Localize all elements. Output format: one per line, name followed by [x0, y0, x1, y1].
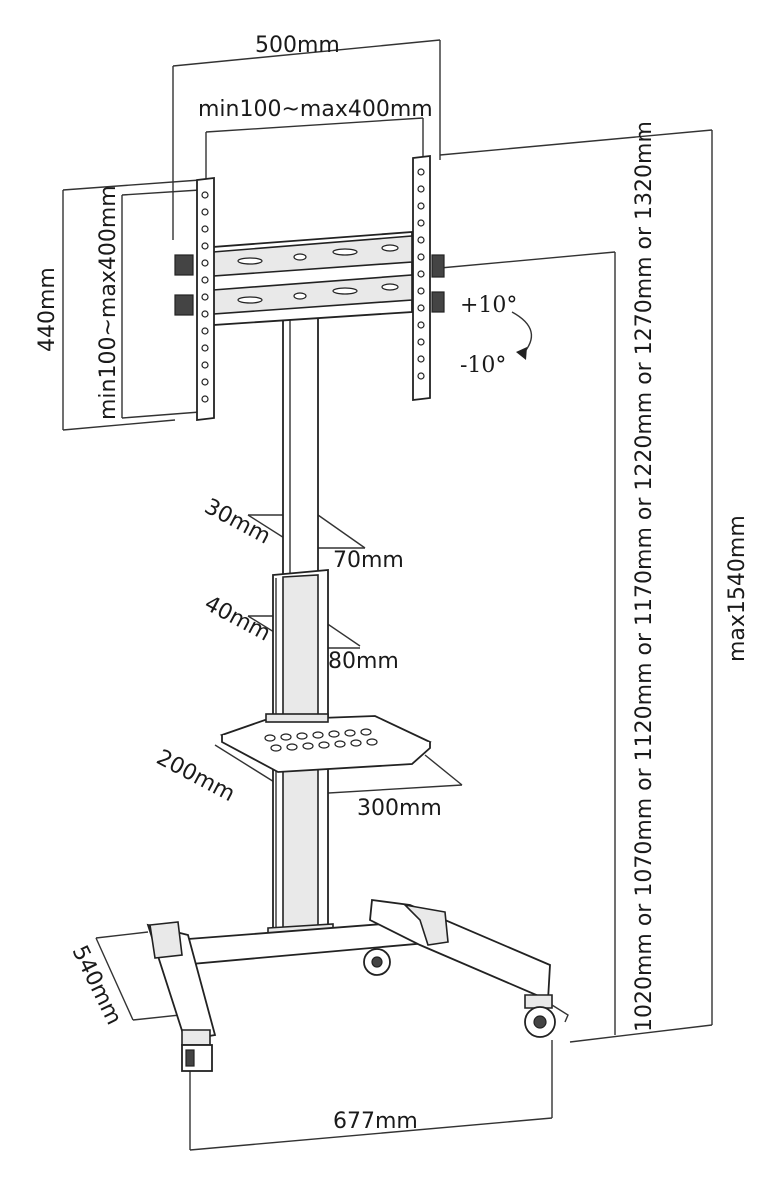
label-column-b-depth: 40mm: [200, 591, 274, 646]
label-vesa-height: min100~max400mm: [96, 185, 121, 420]
label-tilt-down: -10°: [460, 353, 506, 378]
label-shelf-depth: 200mm: [152, 745, 239, 807]
mount-bracket: [174, 154, 445, 422]
dimension-labels: 500mm min100~max400mm 440mm min100~max40…: [35, 33, 750, 1134]
label-tilt-up: +10°: [460, 293, 517, 318]
label-shelf-width: 300mm: [357, 796, 442, 821]
label-vesa-width: min100~max400mm: [198, 97, 433, 122]
label-plate-height: 440mm: [35, 267, 60, 352]
label-top-width: 500mm: [255, 33, 340, 58]
shelf-vent-holes: [264, 728, 378, 752]
label-height-options: 1020mm or 1070mm or 1120mm or 1170mm or …: [632, 121, 657, 1032]
tilt-arrowhead-icon: [516, 347, 527, 360]
label-column-a-width: 70mm: [333, 548, 404, 573]
tilt-arrow-icon: [511, 311, 533, 356]
label-max-height: max1540mm: [725, 515, 750, 662]
dimension-lines: [62, 39, 713, 1151]
shelf: [219, 713, 432, 773]
label-base-width: 677mm: [333, 1109, 418, 1134]
label-column-a-depth: 30mm: [200, 494, 274, 549]
base: [146, 898, 569, 1072]
label-column-b-width: 80mm: [328, 649, 399, 674]
column: [267, 315, 334, 943]
